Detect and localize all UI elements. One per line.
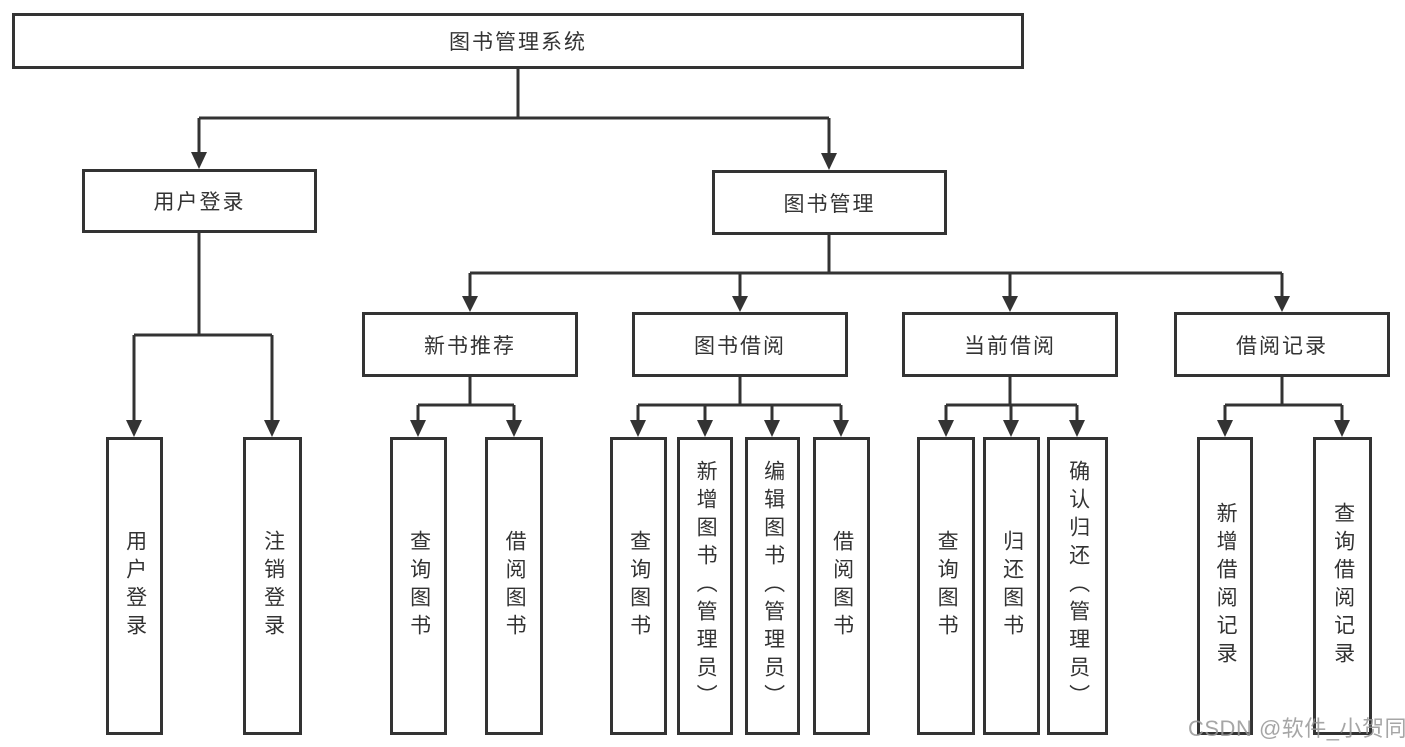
arrowheads	[126, 152, 1350, 437]
node-book-management: 图书管理	[712, 170, 947, 235]
node-current-borrow: 当前借阅	[902, 312, 1118, 377]
leaf-query-borrow-record-label: 查询借阅记录	[1331, 502, 1355, 670]
node-book-borrow-label: 图书借阅	[694, 334, 786, 358]
leaf-logout-login-label: 注销登录	[261, 530, 285, 642]
leaf-recommend-query-books: 查询图书	[390, 437, 447, 735]
leaf-borrow-books: 借阅图书	[813, 437, 870, 735]
leaf-confirm-return-admin-label: 确认归还（管理员）	[1066, 460, 1090, 712]
leaf-return-books-label: 归还图书	[1000, 530, 1024, 642]
leaf-return-books: 归还图书	[983, 437, 1040, 735]
leaf-current-query-books: 查询图书	[917, 437, 975, 735]
leaf-query-borrow-record: 查询借阅记录	[1313, 437, 1372, 735]
node-library-system-label: 图书管理系统	[449, 31, 587, 54]
node-book-management-label: 图书管理	[783, 192, 876, 216]
node-borrow-records: 借阅记录	[1174, 312, 1390, 377]
node-book-borrow: 图书借阅	[632, 312, 848, 377]
leaf-edit-books-admin-label: 编辑图书（管理员）	[761, 460, 785, 712]
node-current-borrow-label: 当前借阅	[964, 334, 1056, 358]
leaf-user-login: 用户登录	[106, 437, 163, 735]
node-user-login-label: 用户登录	[153, 191, 246, 214]
leaf-logout-login: 注销登录	[243, 437, 302, 735]
leaf-user-login-label: 用户登录	[123, 530, 147, 642]
node-user-login: 用户登录	[82, 169, 317, 233]
leaf-add-borrow-record: 新增借阅记录	[1197, 437, 1253, 735]
leaf-edit-books-admin: 编辑图书（管理员）	[745, 437, 800, 735]
leaf-borrow-query-books: 查询图书	[610, 437, 667, 735]
node-borrow-records-label: 借阅记录	[1236, 334, 1328, 358]
leaf-borrow-books-label: 借阅图书	[830, 530, 854, 642]
leaf-add-borrow-record-label: 新增借阅记录	[1214, 502, 1238, 670]
leaf-borrow-query-books-label: 查询图书	[627, 530, 651, 642]
node-new-book-recommend-label: 新书推荐	[424, 334, 516, 358]
node-new-book-recommend: 新书推荐	[362, 312, 578, 377]
leaf-recommend-query-books-label: 查询图书	[407, 530, 431, 642]
leaf-add-books-admin: 新增图书（管理员）	[677, 437, 733, 735]
leaf-recommend-borrow-books-label: 借阅图书	[503, 530, 527, 642]
leaf-confirm-return-admin: 确认归还（管理员）	[1047, 437, 1108, 735]
leaf-current-query-books-label: 查询图书	[935, 530, 959, 642]
node-library-system: 图书管理系统	[12, 13, 1024, 69]
csdn-watermark: CSDN @软件_小贺同学	[1188, 716, 1405, 741]
leaf-recommend-borrow-books: 借阅图书	[485, 437, 543, 735]
connector-paths	[132, 69, 1344, 422]
leaf-add-books-admin-label: 新增图书（管理员）	[694, 460, 718, 712]
